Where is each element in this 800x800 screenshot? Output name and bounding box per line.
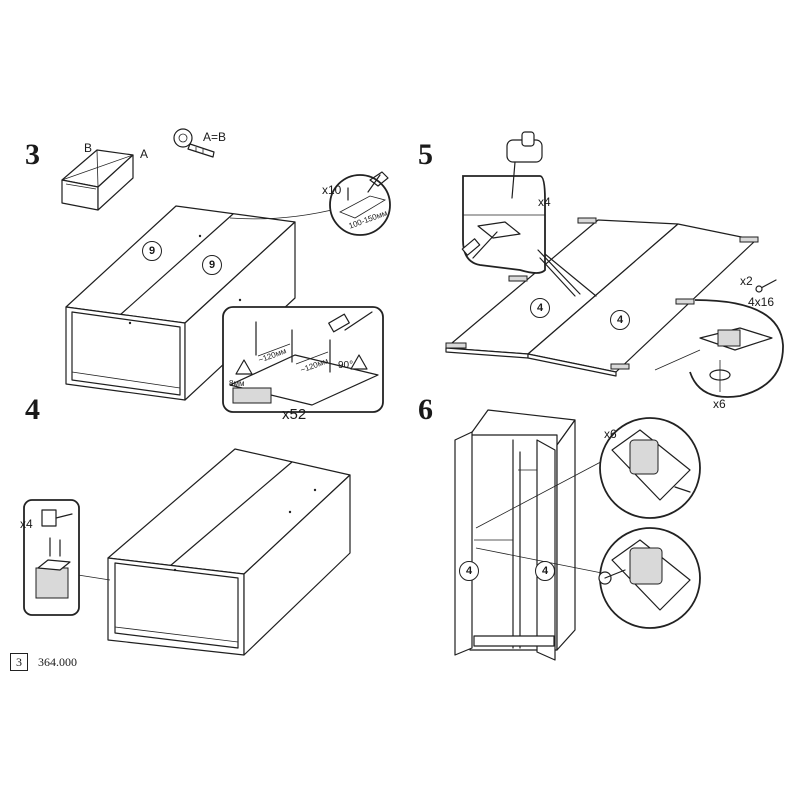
- corner-b-label: B: [84, 141, 93, 155]
- part-4-right-badge: 4: [610, 310, 630, 330]
- angle-label: 90°: [338, 360, 354, 371]
- document-number: 364.000: [38, 655, 77, 669]
- foot-detail-box: [23, 499, 80, 616]
- hinge-count-label: x6: [713, 397, 726, 411]
- hinge-count-label-step6: x6: [604, 427, 617, 441]
- step-3-number: 3: [25, 138, 40, 171]
- door-4-left-badge: 4: [459, 561, 479, 581]
- screw-count-label: x10: [322, 183, 342, 197]
- foot-count-label: x4: [20, 517, 33, 531]
- corner-a-label: A: [140, 147, 149, 161]
- page-number: 3: [10, 653, 28, 671]
- nail-detail-box: [222, 306, 384, 413]
- step-5-number: 5: [418, 138, 433, 171]
- screw-count-label: x2: [740, 274, 753, 288]
- tape-measure-icon: [173, 128, 215, 158]
- screwdriver-icon: [461, 238, 481, 256]
- hinge-markers: [445, 217, 759, 370]
- hinge-detail-callout: [654, 299, 784, 398]
- carcass-step3: [65, 205, 296, 401]
- screw-callout-circle: [329, 171, 391, 236]
- part-4-left-badge: 4: [530, 298, 550, 318]
- screw-size-label: 4x16: [748, 295, 775, 309]
- drill-count-label: x4: [538, 195, 551, 209]
- wardrobe-step6: [454, 409, 576, 661]
- hammer-icon: [328, 311, 373, 333]
- screw-icon: [755, 279, 777, 293]
- step-4-number: 4: [25, 393, 40, 426]
- part-9-left-badge: 9: [142, 241, 162, 261]
- door-panels-step5: [445, 219, 757, 377]
- hinge-adjust-callout: [598, 527, 701, 629]
- step-6-number: 6: [418, 393, 433, 426]
- drill-icon: [506, 131, 543, 199]
- equal-diagonals-label: A=B: [203, 130, 227, 144]
- door-4-right-badge: 4: [535, 561, 555, 581]
- warning-icon: [235, 354, 368, 375]
- depth-label: 8мм: [229, 379, 245, 388]
- diagonal-check-box: [61, 149, 134, 211]
- hinge-alignment-callout: [599, 417, 701, 519]
- nail-count-label: x52: [282, 406, 307, 423]
- drill-callout: [462, 175, 546, 274]
- part-9-right-badge: 9: [202, 255, 222, 275]
- carcass-step4: [107, 448, 351, 656]
